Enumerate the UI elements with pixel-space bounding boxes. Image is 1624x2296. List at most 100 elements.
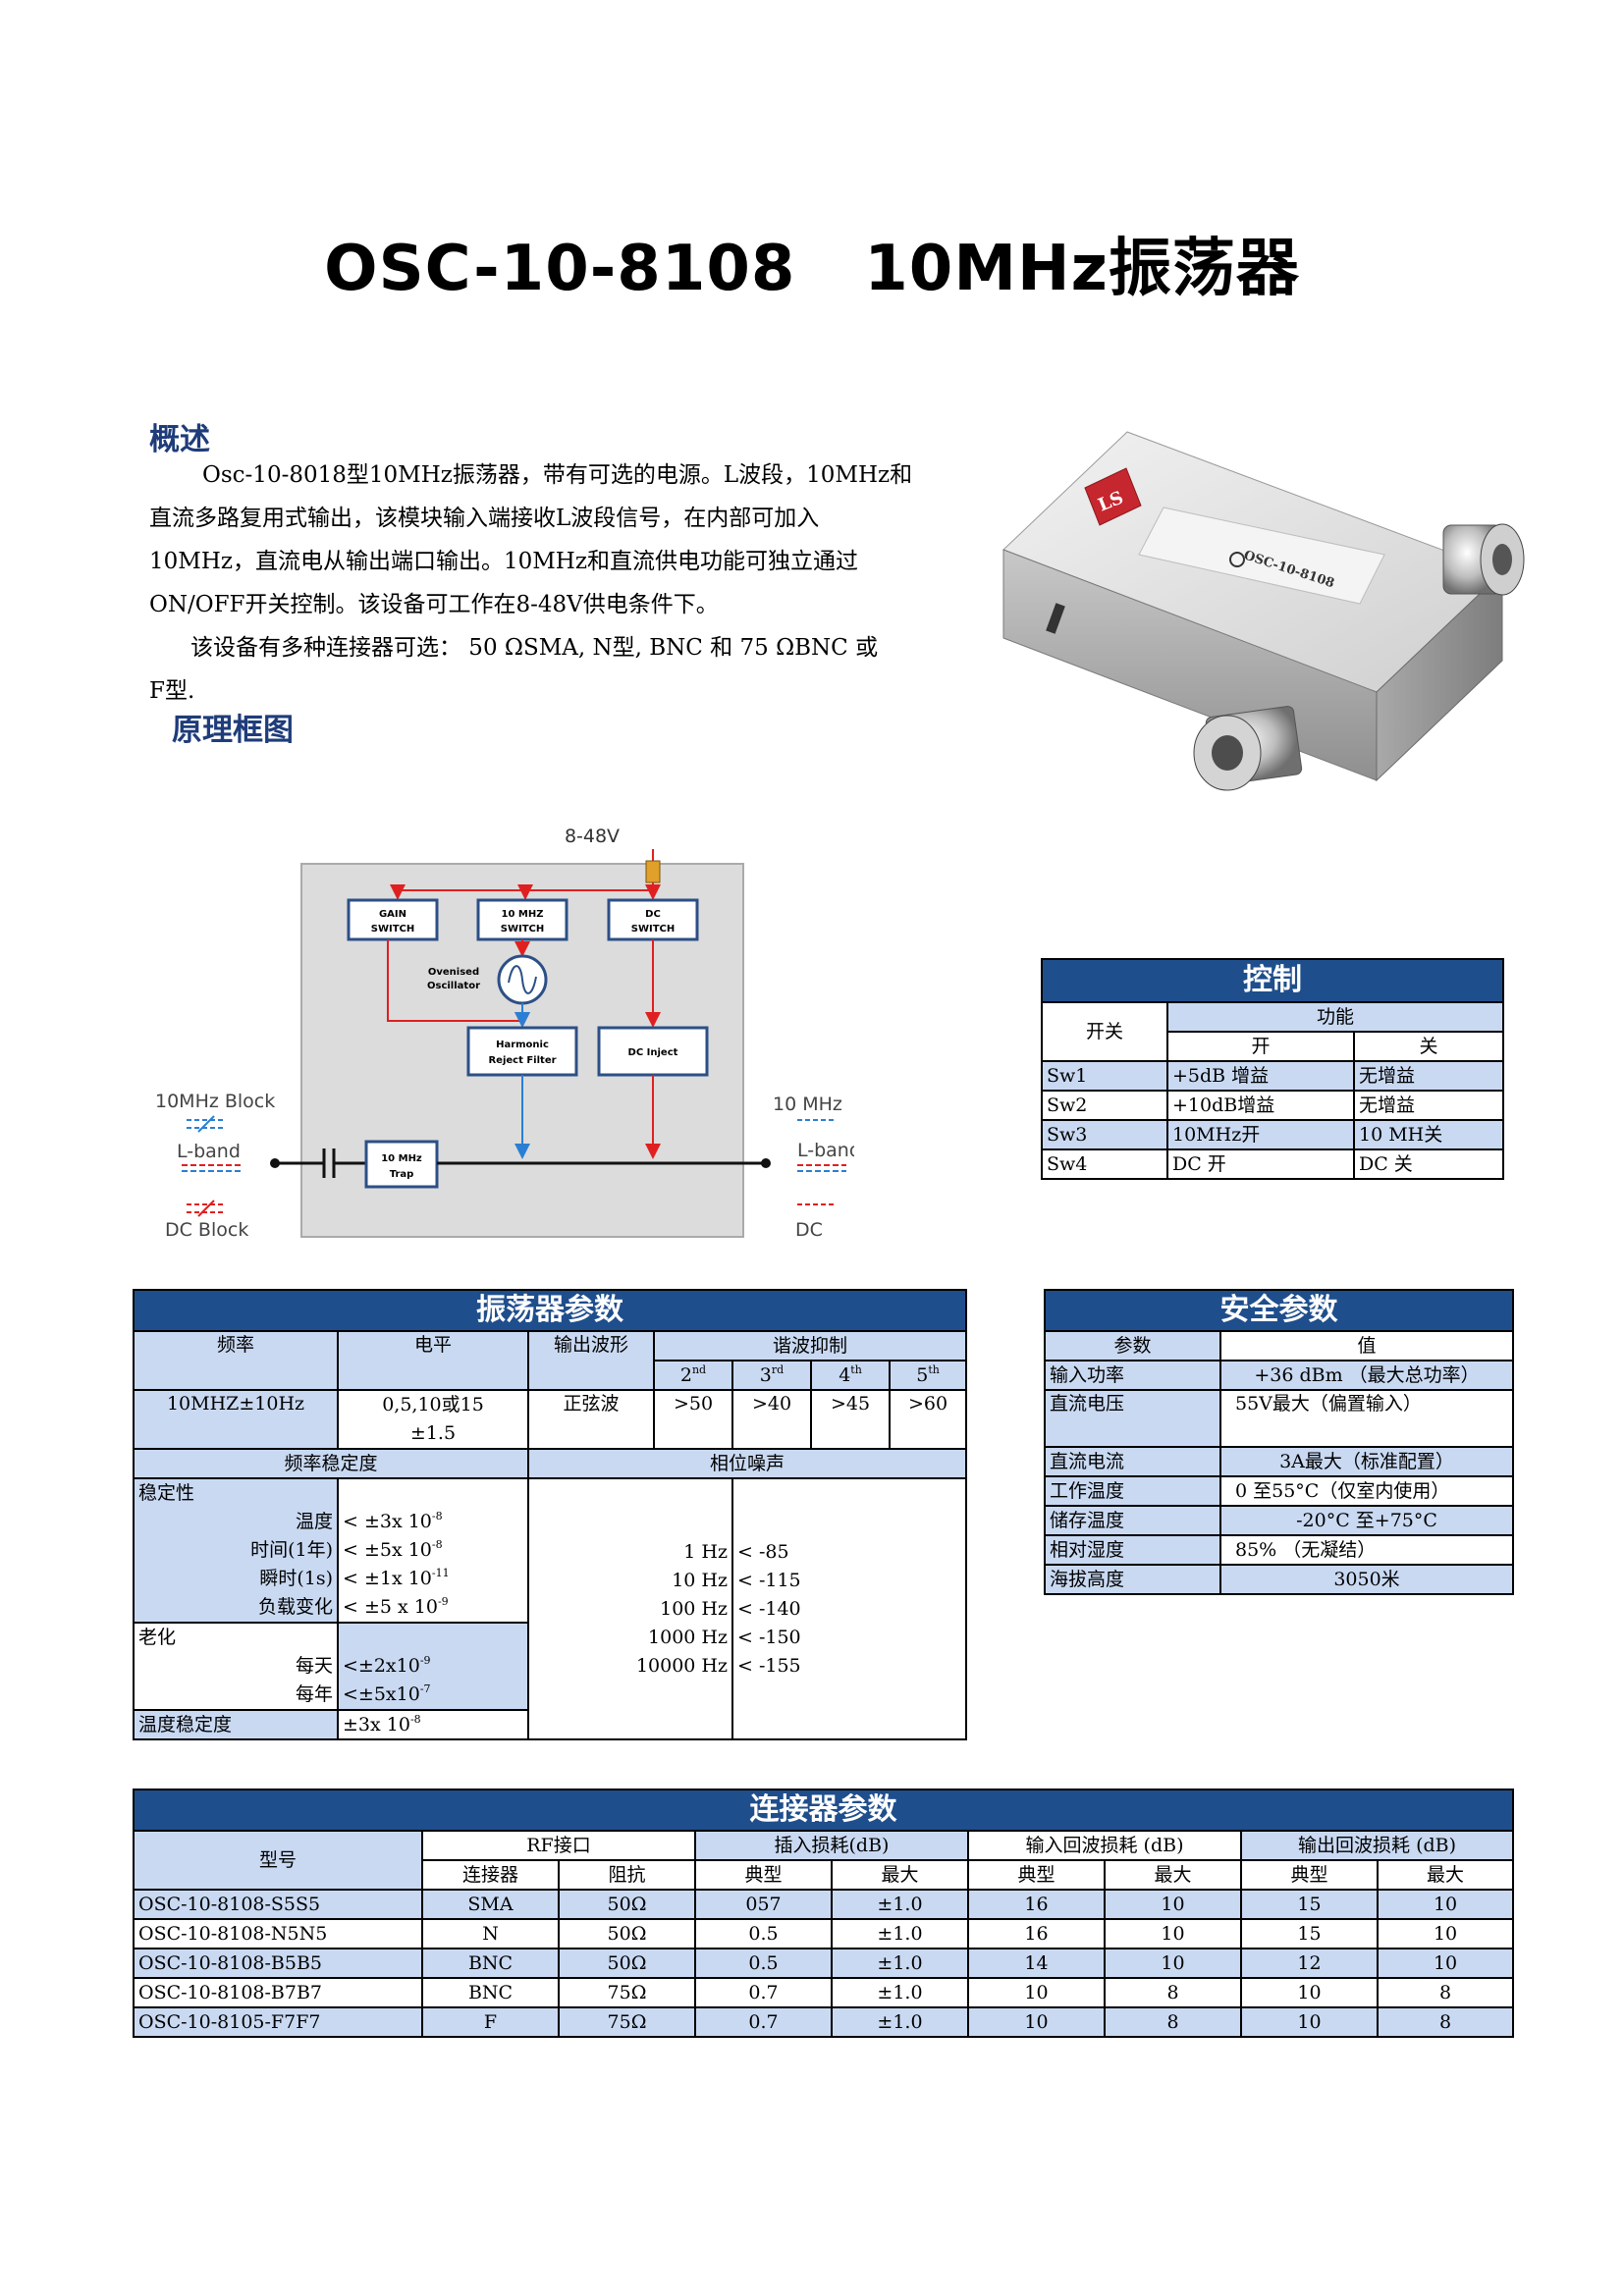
noise-value: < -115 [737,1569,801,1591]
right-port-10mhz: 10 MHz [773,1094,842,1115]
conn-cell: 0.7 [694,1977,833,2008]
control-h-function: 功能 [1165,1001,1505,1033]
product-photo: LS OSC-10-8108 [992,398,1537,820]
osc-harm-value: >40 [731,1389,812,1450]
control-off: 无增益 [1352,1090,1505,1121]
table-row: 直流电流 3A最大（标准配置） [1044,1446,1514,1477]
table-row: Sw3 10MHz开 10 MH关 [1041,1119,1505,1150]
safety-param: 相对湿度 [1044,1534,1221,1566]
osc-harm-order: 3rd [731,1360,812,1391]
conn-h-il: 插入损耗(dB) [694,1830,969,1861]
safety-value: 55V最大（偏置输入） [1219,1389,1514,1448]
control-sw: Sw3 [1041,1119,1168,1150]
safety-table: 安全参数 参数 值 输入功率 +36 dBm （最大总功率） 直流电压 55V最… [1044,1289,1514,1595]
conn-cell: 10 [1376,1889,1515,1920]
trap-label: 10 MHz [381,1153,422,1164]
conn-cell: BNC [421,1977,560,2008]
conn-cell: 12 [1240,1948,1379,1979]
conn-cell: 50Ω [558,1918,696,1949]
safety-value: 85% （无凝结） [1219,1534,1514,1566]
table-row: Sw1 +5dB 增益 无增益 [1041,1060,1505,1092]
conn-cell: SMA [421,1889,560,1920]
conn-cell: 8 [1376,2006,1515,2038]
conn-h-impedance: 阻抗 [558,1859,696,1891]
osc-h-freq: 频率 [133,1330,339,1391]
dc-switch-label: DC [645,909,661,920]
dc-inject-block [597,1026,709,1077]
harmonic-filter-block [466,1026,578,1077]
overview-line: 直流多路复用式输出，该模块输入端接收L波段信号，在内部可加入 [149,506,820,531]
conn-h-connector: 连接器 [421,1859,560,1891]
safety-param: 海拔高度 [1044,1564,1221,1595]
table-row: OSC-10-8108-N5N5 N 50Ω 0.5 ±1.0 16 10 15… [133,1918,1515,1949]
safety-h-param: 参数 [1044,1330,1221,1362]
inst-label: 瞬时(1s) [259,1568,333,1589]
conn-h-model: 型号 [133,1830,423,1891]
table-row: 直流电压 55V最大（偏置输入） [1044,1389,1514,1448]
harmonic-filter-label: Reject Filter [488,1055,556,1066]
conn-cell: F [421,2006,560,2038]
conn-model: OSC-10-8108-S5S5 [133,1889,423,1920]
control-off: 10 MH关 [1352,1119,1505,1150]
osc-freq: 10MHZ±10Hz [133,1389,339,1450]
overview-heading: 概述 [149,422,210,457]
gain-switch-label: GAIN [379,909,406,920]
conn-cell: 0.5 [694,1948,833,1979]
conn-cell: 10 [1240,2006,1379,2038]
control-sw: Sw2 [1041,1090,1168,1121]
overview-line: ON/OFF开关控制。该设备可工作在8-48V供电条件下。 [149,592,719,617]
control-on: DC 开 [1166,1148,1355,1180]
fuse-symbol [645,860,661,883]
page-title: OSC-10-8108 10MHz振荡器 [324,233,1300,305]
table-row: OSC-10-8105-F7F7 F 75Ω 0.7 ±1.0 10 8 10 … [133,2006,1515,2038]
conn-cell: 8 [1104,2006,1242,2038]
conn-cell: 057 [694,1889,833,1920]
overview-text: Osc-10-8018型10MHz振荡器，带有可选的电源。L波段，10MHz和 … [149,454,964,713]
day-label: 每天 [295,1655,333,1677]
inst-value: < ±1x 10-11 [343,1567,450,1589]
load-label: 负载变化 [257,1596,333,1618]
connector-caption: 连接器参数 [132,1789,1515,1832]
conn-cell: ±1.0 [831,1977,969,2008]
oscillator-label: Ovenised [428,967,479,978]
conn-cell: 10 [1104,1948,1242,1979]
oscillator-label: Oscillator [427,981,480,991]
time-label: 时间(1年) [250,1539,333,1561]
conn-cell: 16 [967,1889,1106,1920]
control-on: 10MHz开 [1166,1119,1355,1150]
conn-cell: 14 [967,1948,1106,1979]
conn-cell: 15 [1240,1918,1379,1949]
table-row: Sw4 DC 开 DC 关 [1041,1148,1505,1180]
temp-value: < ±3x 10-8 [343,1510,443,1532]
conn-h-rf: RF接口 [421,1830,696,1861]
year-value: <±5x10-7 [343,1682,431,1705]
conn-cell: 10 [1376,1948,1515,1979]
connector-table: 连接器参数 型号 RF接口 插入损耗(dB) 输入回波损耗 (dB) 输出回波损… [132,1789,1515,2038]
conn-cell: ±1.0 [831,1948,969,1979]
time-value: < ±5x 10-8 [343,1538,443,1561]
control-h-on: 开 [1166,1031,1355,1062]
noise-freq: 10000 Hz [635,1654,728,1677]
conn-h-typ: 典型 [694,1859,833,1891]
osc-harm-order: 5th [888,1360,968,1391]
conn-cell: ±1.0 [831,2006,969,2038]
safety-value: -20°C 至+75°C [1219,1505,1514,1536]
overview-line: F型. [149,678,195,704]
safety-h-value: 值 [1219,1330,1514,1362]
osc-h-level: 电平 [337,1330,529,1391]
control-on: +10dB增益 [1166,1090,1355,1121]
conn-cell: 10 [967,1977,1106,2008]
conn-model: OSC-10-8108-B7B7 [133,1977,423,2008]
control-sw: Sw1 [1041,1060,1168,1092]
safety-param: 直流电流 [1044,1446,1221,1477]
osc-harm-value: >50 [653,1389,733,1450]
overview-line: 10MHz，直流电从输出端口输出。10MHz和直流供电功能可独立通过 [149,549,858,574]
osc-switch-label: SWITCH [501,924,544,934]
table-row: Sw2 +10dB增益 无增益 [1041,1090,1505,1121]
overview-line: 该设备有多种连接器可选： 50 ΩSMA, N型, BNC 和 75 ΩBNC … [190,635,879,661]
osc-switch-block [476,898,568,941]
oscillator-caption: 振荡器参数 [132,1289,968,1332]
safety-param: 输入功率 [1044,1360,1221,1391]
conn-cell: 10 [1104,1889,1242,1920]
table-row: OSC-10-8108-B7B7 BNC 75Ω 0.7 ±1.0 10 8 1… [133,1977,1515,2008]
